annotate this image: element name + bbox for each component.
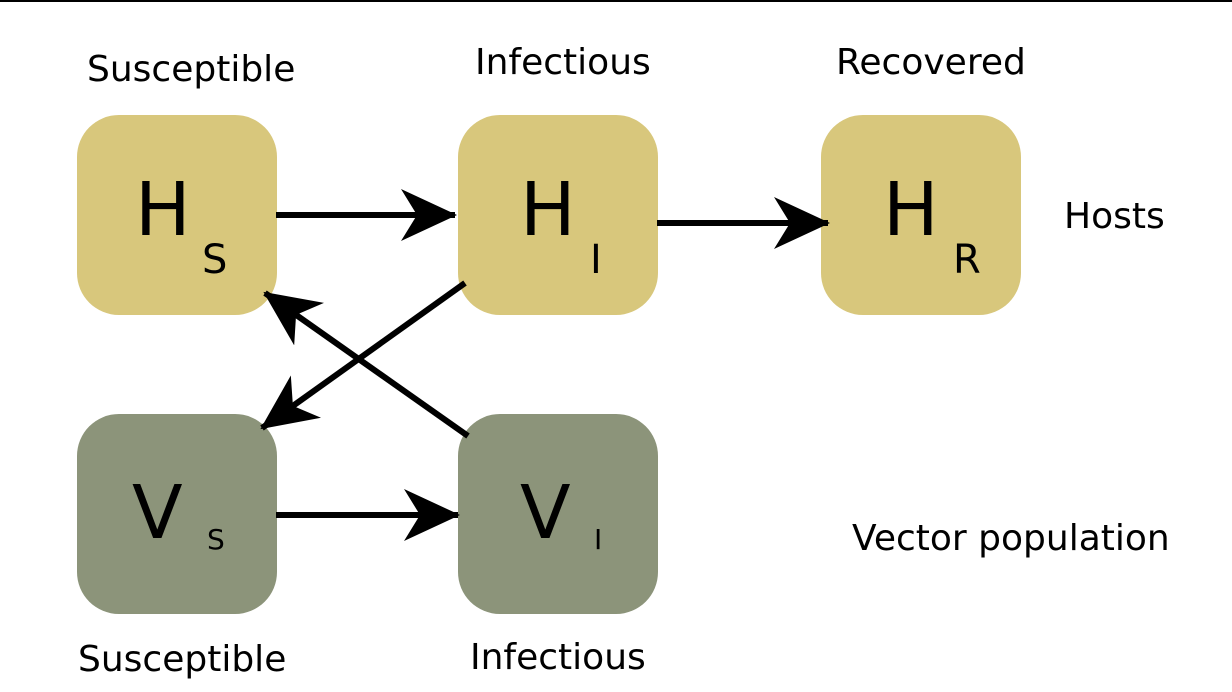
node-main-letter: H (883, 167, 939, 253)
node-main-letter: V (132, 470, 183, 556)
node-subscript: S (202, 237, 228, 283)
label-hosts: Hosts (1064, 196, 1165, 237)
label-host-infectious: Infectious (475, 42, 651, 83)
node-host-infectious: H I (458, 115, 658, 315)
node-subscript: S (207, 523, 225, 556)
node-host-susceptible: H S (77, 115, 277, 315)
node-vector-infectious: V I (458, 414, 658, 614)
label-host-recovered: Recovered (836, 42, 1026, 83)
node-main-letter: H (520, 167, 576, 253)
arrow-vi-to-hs (263, 290, 470, 439)
node-subscript: I (590, 237, 602, 283)
label-vector-population: Vector population (852, 518, 1170, 559)
label-host-susceptible: Susceptible (87, 49, 296, 90)
top-border-line (0, 0, 1232, 2)
node-subscript: R (953, 237, 981, 283)
node-main-letter: H (135, 167, 191, 253)
arrow-hi-to-vs (260, 280, 467, 431)
node-host-recovered: H R (821, 115, 1021, 315)
node-vector-susceptible: V S (77, 414, 277, 614)
label-vector-infectious: Infectious (470, 637, 646, 678)
label-vector-susceptible: Susceptible (78, 639, 287, 680)
node-subscript: I (594, 523, 603, 556)
node-main-letter: V (520, 470, 571, 556)
